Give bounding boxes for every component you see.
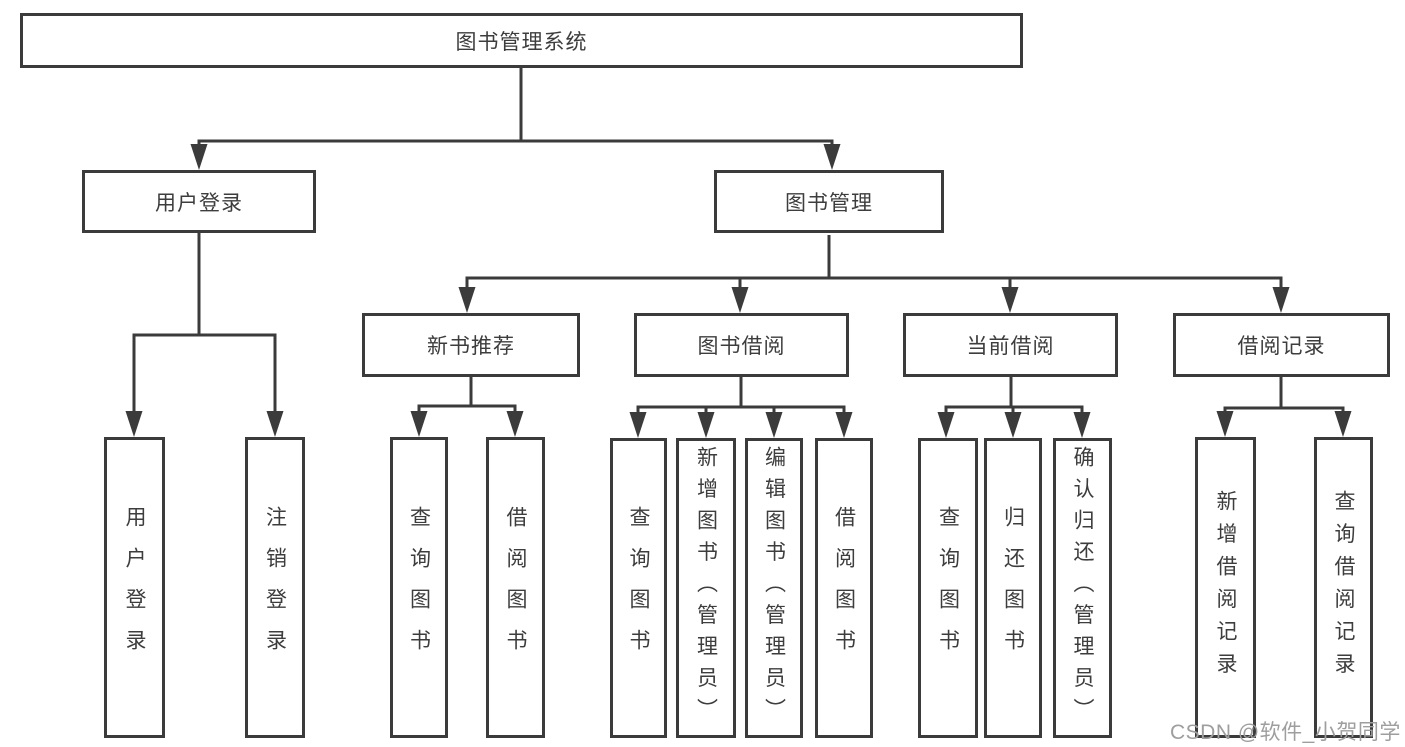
leaf-label: 注销登录 — [263, 505, 287, 670]
leaf-label: 归还图书 — [1001, 506, 1025, 670]
node-label: 用户登录 — [155, 191, 243, 215]
node-label: 借阅记录 — [1237, 335, 1326, 358]
leaf-query-borrow-record: 查询借阅记录 — [1314, 437, 1373, 738]
leaf-borrow-books: 借阅图书 — [815, 438, 873, 738]
leaf-label: 查询图书 — [936, 506, 960, 670]
node-label: 图书管理 — [785, 191, 873, 215]
leaf-label: 借阅图书 — [832, 506, 856, 670]
leaf-edit-books-admin: 编辑图书（管理员） — [745, 438, 803, 738]
leaf-confirm-return-admin: 确认归还（管理员） — [1053, 438, 1112, 738]
leaf-label: 确认归还（管理员） — [1071, 446, 1094, 730]
leaf-label: 查询借阅记录 — [1332, 489, 1355, 686]
csdn-watermark: CSDN @软件_小贺同学 — [1170, 721, 1401, 744]
node-label: 图书借阅 — [697, 335, 786, 358]
leaf-add-borrow-record: 新增借阅记录 — [1195, 437, 1256, 738]
node-label: 当前借阅 — [966, 335, 1055, 358]
node-borrowing-records: 借阅记录 — [1173, 313, 1390, 377]
node-label: 图书管理系统 — [455, 30, 588, 54]
node-book-borrowing: 图书借阅 — [634, 313, 849, 377]
node-current-borrowing: 当前借阅 — [903, 313, 1118, 377]
leaf-return-books: 归还图书 — [984, 438, 1042, 738]
leaf-label: 查询图书 — [627, 506, 650, 670]
node-book-management: 图书管理 — [714, 170, 944, 233]
leaf-user-login: 用户登录 — [104, 437, 165, 738]
leaf-label: 查询图书 — [407, 505, 431, 670]
leaf-logout: 注销登录 — [245, 437, 305, 738]
node-library-management-system: 图书管理系统 — [20, 13, 1023, 68]
leaf-label: 新增借阅记录 — [1214, 489, 1237, 686]
leaf-query-books-borrow: 查询图书 — [610, 438, 667, 738]
leaf-borrow-books-recommend: 借阅图书 — [486, 437, 545, 738]
leaf-add-books-admin: 新增图书（管理员） — [676, 438, 736, 738]
leaf-query-books-current: 查询图书 — [918, 438, 978, 738]
leaf-label: 用户登录 — [123, 505, 146, 670]
leaf-label: 新增图书（管理员） — [694, 446, 718, 730]
node-label: 新书推荐 — [427, 335, 515, 358]
leaf-label: 编辑图书（管理员） — [762, 446, 786, 730]
node-user-login: 用户登录 — [82, 170, 316, 233]
node-new-book-recommendation: 新书推荐 — [362, 313, 580, 377]
leaf-label: 借阅图书 — [504, 505, 527, 670]
leaf-query-books-recommend: 查询图书 — [390, 437, 448, 738]
